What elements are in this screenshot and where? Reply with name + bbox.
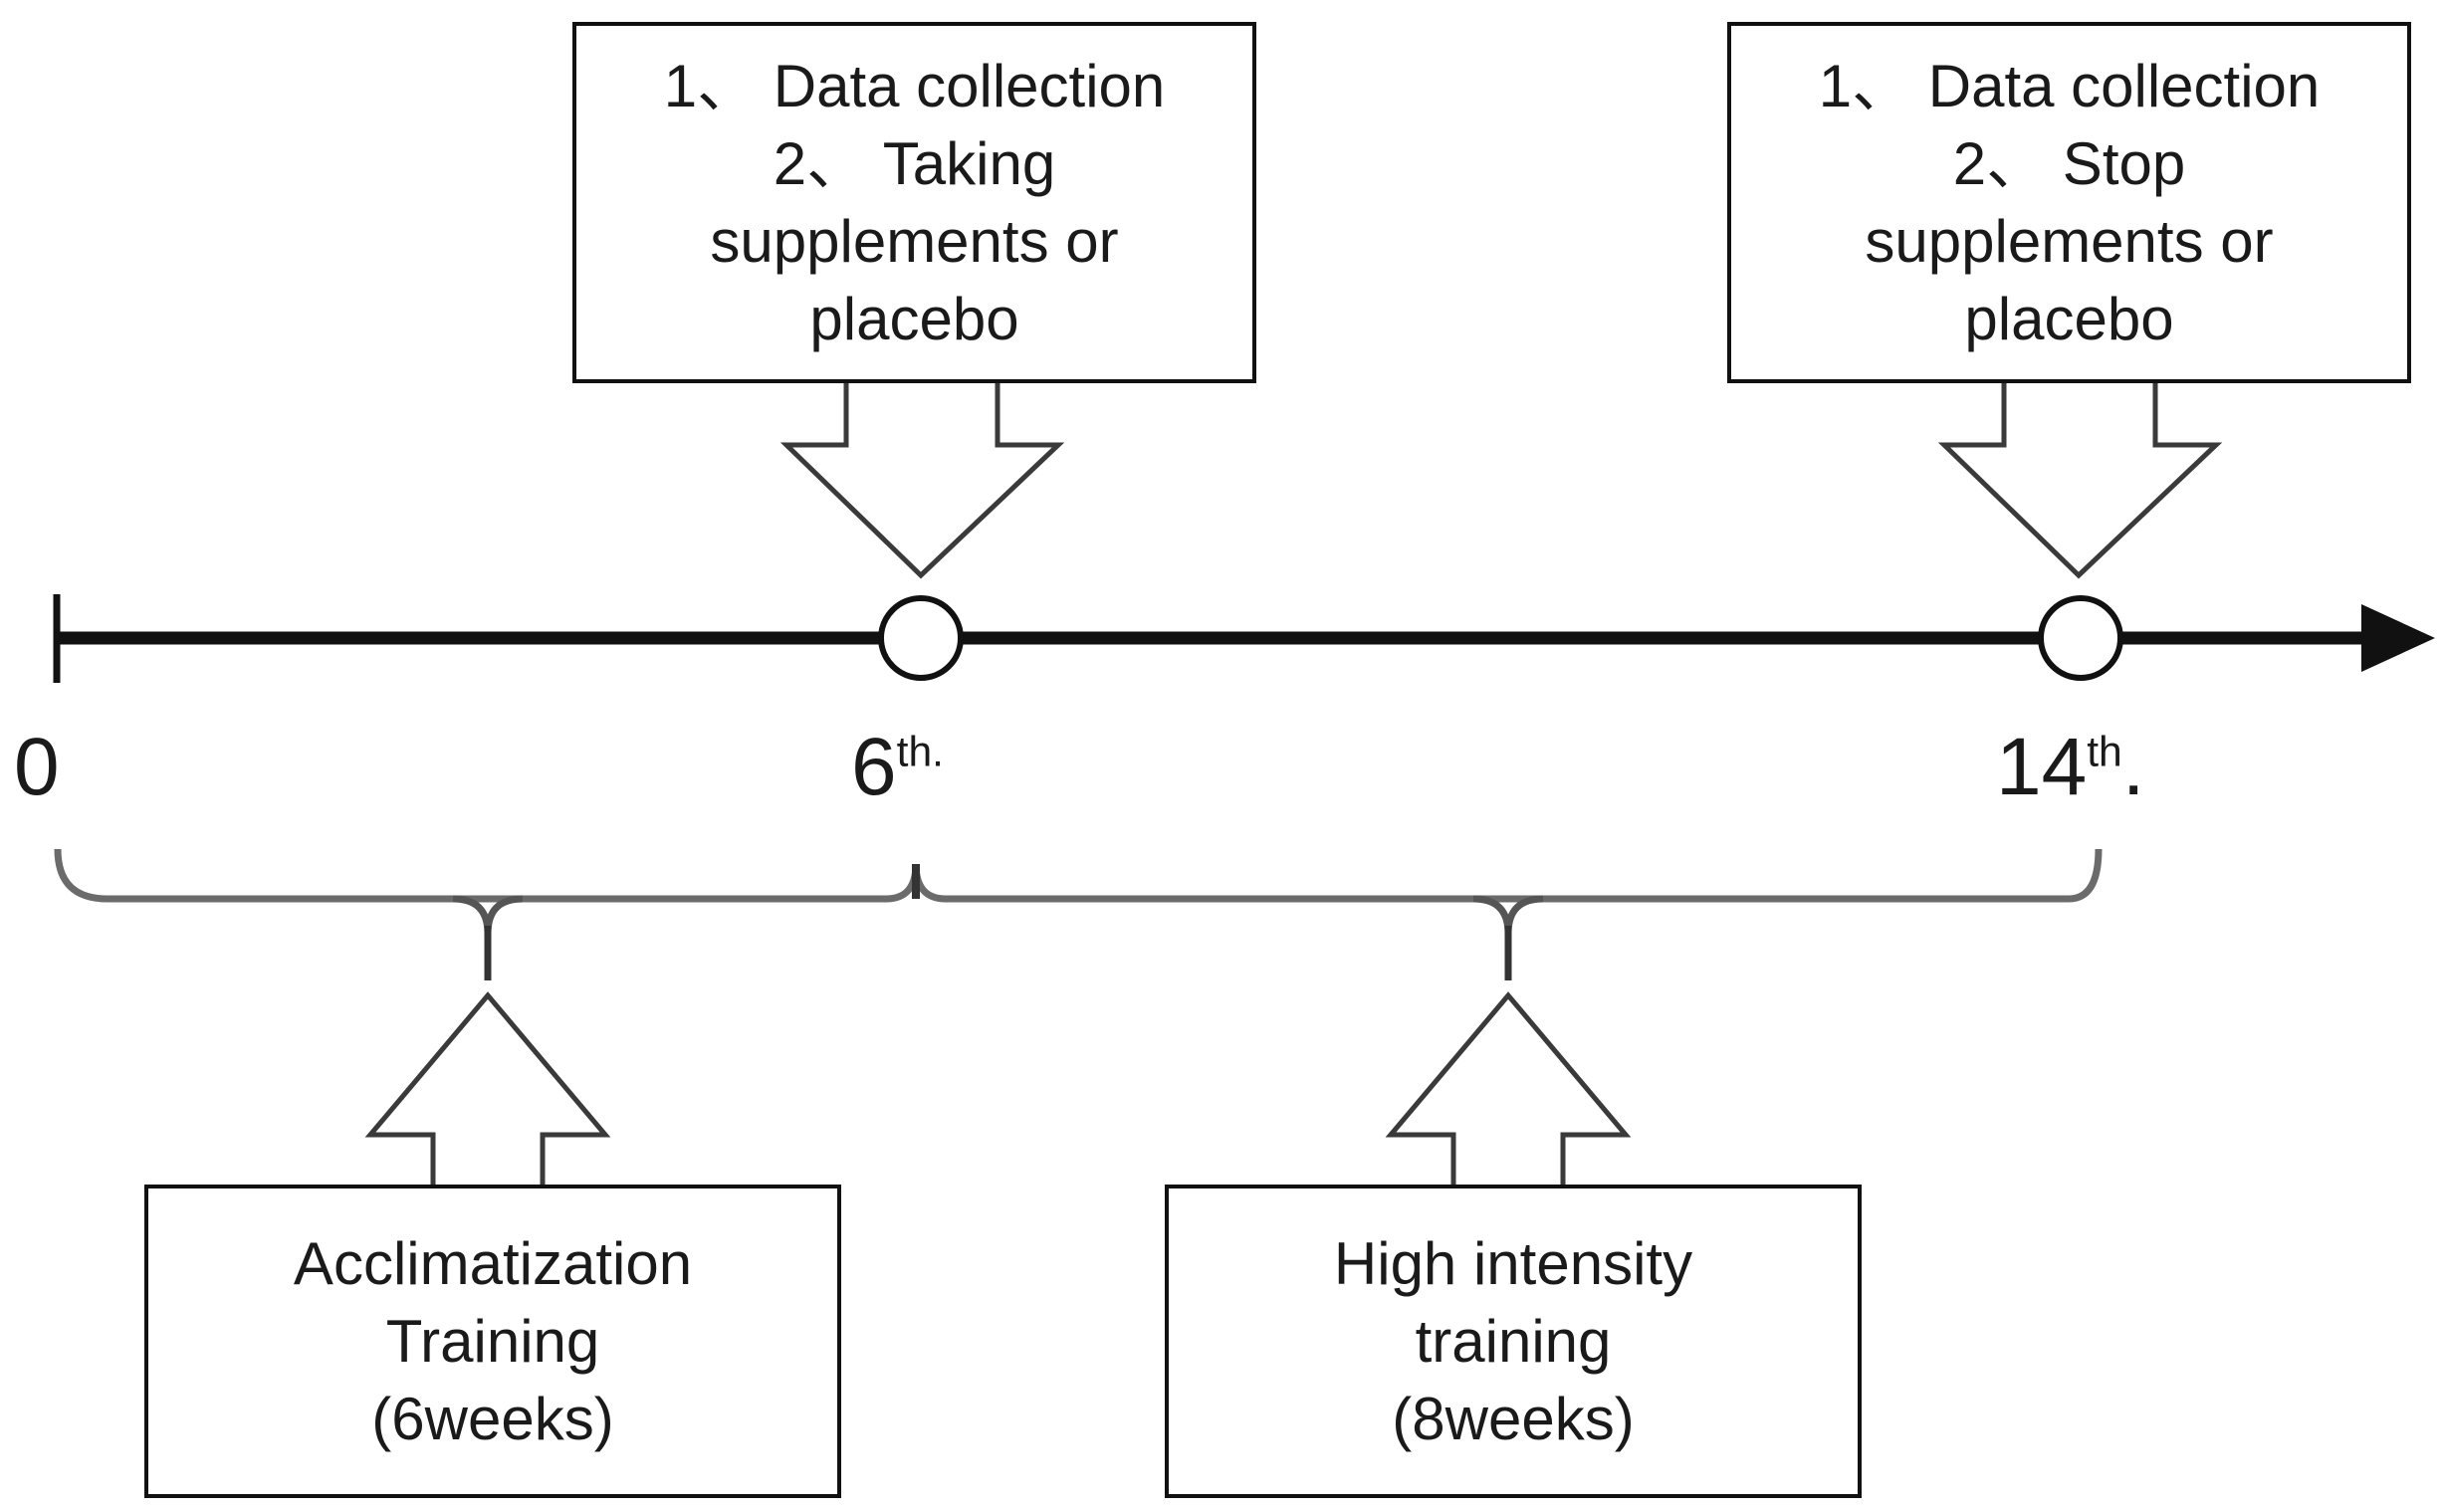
info-line: supplements or bbox=[710, 207, 1119, 275]
brace-acclimatization bbox=[54, 848, 920, 903]
info-box-supplement-start: 1、 Data collection 2、 Taking supplements… bbox=[572, 22, 1256, 383]
phase-line: Acclimatization bbox=[293, 1229, 693, 1297]
week6-marker-icon bbox=[878, 595, 964, 681]
info-line: supplements or bbox=[1865, 207, 2274, 275]
info-box-supplement-stop: 1、 Data collection 2、 Stop supplements o… bbox=[1727, 22, 2411, 383]
axis-label-week6-number: 6 bbox=[851, 722, 897, 812]
timeline-arrowhead-icon bbox=[2361, 604, 2435, 672]
brace-high-intensity bbox=[1060, 848, 2103, 903]
axis-label-week14-ordinal: th bbox=[2087, 728, 2122, 776]
down-arrow-to-week6-icon bbox=[779, 383, 1065, 579]
phase-line: (8weeks) bbox=[1392, 1385, 1635, 1452]
phase-line: training bbox=[1415, 1307, 1612, 1375]
info-line: 1、 Data collection bbox=[1818, 52, 2321, 119]
phase-box-acclimatization: Acclimatization Training (6weeks) bbox=[144, 1185, 841, 1498]
info-line: 1、 Data collection bbox=[663, 52, 1166, 119]
phase-line: (6weeks) bbox=[371, 1385, 614, 1452]
phase-line: High intensity bbox=[1333, 1229, 1693, 1297]
axis-label-week6-suffix: . bbox=[932, 728, 945, 776]
axis-label-week14-suffix: . bbox=[2121, 722, 2145, 812]
info-line: placebo bbox=[1964, 285, 2174, 352]
info-line: placebo bbox=[809, 285, 1019, 352]
info-line: 2、 Stop bbox=[1952, 129, 2186, 197]
up-arrow-high-intensity-icon bbox=[1385, 991, 1632, 1185]
axis-label-start: 0 bbox=[14, 727, 60, 808]
axis-label-week14: 14th. bbox=[1996, 727, 2145, 808]
axis-label-start-value: 0 bbox=[14, 722, 60, 812]
phase-line: Training bbox=[385, 1307, 600, 1375]
up-arrow-acclimatization-icon bbox=[364, 991, 611, 1185]
axis-label-week6: 6th. bbox=[851, 727, 944, 808]
info-line: 2、 Taking bbox=[773, 129, 1056, 197]
axis-label-week14-number: 14 bbox=[1996, 722, 2088, 812]
down-arrow-to-week14-icon bbox=[1937, 383, 2223, 579]
axis-label-week6-ordinal: th bbox=[896, 728, 933, 776]
phase-box-high-intensity: High intensity training (8weeks) bbox=[1165, 1185, 1862, 1498]
week14-marker-icon bbox=[2038, 595, 2123, 681]
brace-acclimatization-right-hook bbox=[912, 863, 1060, 903]
